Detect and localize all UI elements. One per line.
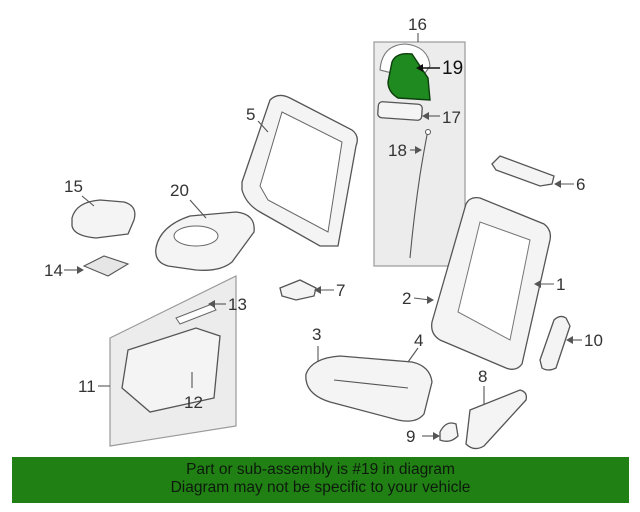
banner-line-2: Diagram may not be specific to your vehi… [170, 479, 471, 496]
callout-20: 20 [170, 181, 189, 200]
callout-12: 12 [184, 393, 203, 412]
callout-13: 13 [228, 295, 247, 314]
callout-19: 19 [442, 58, 463, 79]
callout-17: 17 [442, 108, 461, 127]
part-9[interactable] [439, 422, 459, 442]
callout-2: 2 [402, 289, 411, 308]
callout-18: 18 [388, 141, 407, 160]
callout-5: 5 [246, 105, 255, 124]
part-7[interactable] [279, 279, 317, 301]
callout-10: 10 [584, 331, 603, 350]
part-13[interactable] [175, 303, 217, 325]
part-11[interactable] [121, 327, 221, 413]
part-6[interactable] [491, 155, 555, 187]
callout-3: 3 [312, 325, 321, 344]
callout-1: 1 [556, 275, 565, 294]
callout-16: 16 [408, 15, 427, 34]
part-19-highlight[interactable] [387, 52, 431, 101]
callout-11: 11 [78, 377, 96, 396]
callout-9: 9 [406, 427, 415, 446]
callout-7: 7 [336, 281, 345, 300]
callout-6: 6 [576, 175, 585, 194]
callout-14: 14 [44, 261, 63, 280]
callout-15: 15 [64, 177, 83, 196]
part-17[interactable] [377, 101, 423, 121]
part-10[interactable] [539, 315, 571, 371]
part-8[interactable] [465, 389, 528, 450]
part-18[interactable] [409, 129, 429, 259]
callout-4: 4 [414, 331, 423, 350]
part-3[interactable] [305, 355, 433, 422]
part-15[interactable] [71, 199, 136, 239]
callout-8: 8 [478, 367, 487, 386]
banner-line-1: Part or sub-assembly is #19 in diagram [186, 461, 455, 478]
part-14[interactable] [82, 255, 130, 277]
info-banner: Part or sub-assembly is #19 in diagram D… [12, 457, 629, 503]
